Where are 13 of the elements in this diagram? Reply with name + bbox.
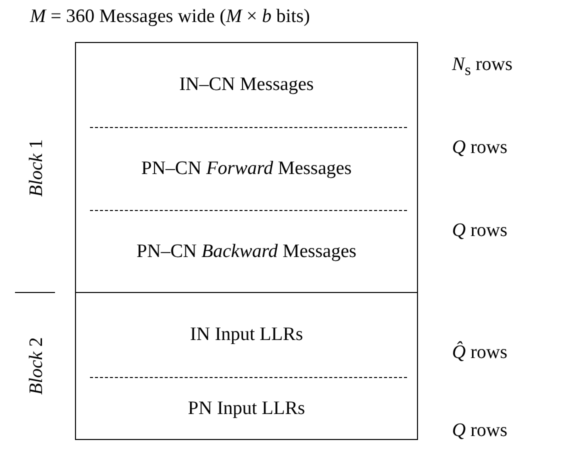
section-label: IN–CN Messages [179,74,314,96]
diagram-title: M = 360 Messages wide (M × b bits) [30,6,310,28]
row-count-label: Q rows [452,137,508,159]
row-count-label: Q rows [452,420,508,442]
row-count-label: Q̂ rows [452,342,508,364]
section-label: PN Input LLRs [188,398,306,420]
block-label: Block 2 [26,336,48,394]
row-count-label: Q rows [452,220,508,242]
section-label: PN–CN Backward Messages [136,240,356,262]
section-label: IN Input LLRs [190,324,303,346]
row-count-label: N$_{s}$ rows [452,54,513,80]
section-label: PN–CN Forward Messages [141,158,352,180]
block-label: Block 1 [26,139,48,197]
